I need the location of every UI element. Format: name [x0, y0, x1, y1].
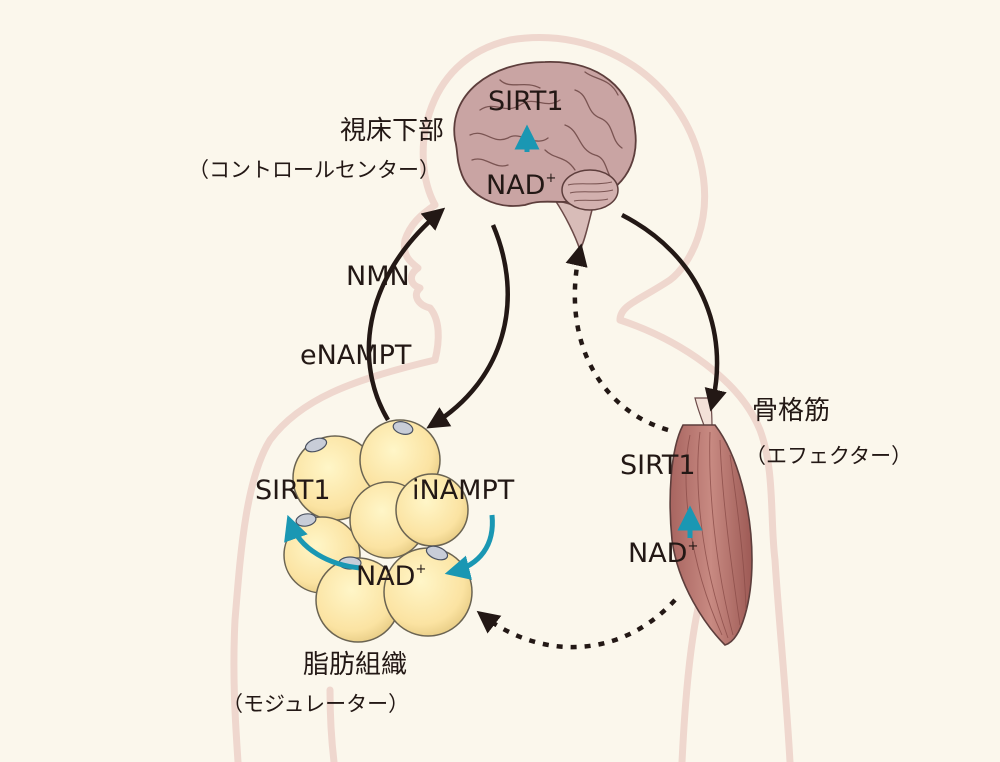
adipose-sirt1-label: SIRT1 — [255, 475, 331, 506]
shoulder-left — [230, 356, 439, 762]
cerebellum — [561, 169, 619, 211]
control-center-label: （コントロールセンター） — [188, 158, 440, 182]
adipose-to-sirt1-arrow — [284, 514, 361, 571]
nmn-label: NMN — [346, 261, 410, 292]
arm-right — [678, 596, 704, 762]
effector-label: （エフェクター） — [745, 444, 913, 468]
muscle-belly — [669, 424, 753, 646]
face-outline — [400, 201, 439, 312]
brain-nad-label: NAD+ — [486, 170, 557, 201]
nad-plus-sup: + — [687, 539, 699, 554]
modulator-label: （モジュレーター） — [222, 692, 410, 716]
nmn-to-brain-arrow — [366, 207, 446, 422]
muscle-to-adipose-dashed-arrow — [476, 598, 677, 650]
muscle — [669, 397, 753, 646]
back-outline — [616, 316, 794, 762]
muscle-sirt1-label: SIRT1 — [620, 450, 696, 481]
fat-cell-nuclei — [295, 421, 449, 570]
adipose-nad-label: NAD+ — [356, 561, 427, 592]
cerebellum-folds — [567, 181, 614, 202]
brain-sirt1-label: SIRT1 — [488, 86, 564, 117]
brain-to-adipose-arrow — [426, 224, 510, 429]
inampt-label: iNAMPT — [412, 475, 515, 506]
adipose-tissue-label: 脂肪組織 — [303, 650, 408, 680]
nad-plus-sup: + — [545, 171, 557, 186]
enampt-label: eNAMPT — [300, 340, 412, 371]
torso-left-inner — [326, 686, 338, 762]
muscle-tendon-top — [694, 397, 713, 429]
inampt-to-nad-arrow — [444, 514, 495, 580]
adipose-cells — [283, 419, 473, 643]
hypothalamus-label: 視床下部 — [340, 116, 445, 146]
muscle-nad-label: NAD+ — [628, 538, 699, 569]
brain — [453, 61, 637, 252]
neck-front — [426, 304, 442, 364]
skeletal-muscle-label: 骨格筋 — [752, 396, 831, 426]
brain-to-muscle-arrow — [620, 212, 727, 412]
head-back-outline — [419, 34, 708, 324]
muscle-to-brain-dashed-arrow — [565, 243, 669, 433]
nad-plus-sup: + — [415, 562, 427, 577]
body-silhouette — [230, 34, 794, 762]
